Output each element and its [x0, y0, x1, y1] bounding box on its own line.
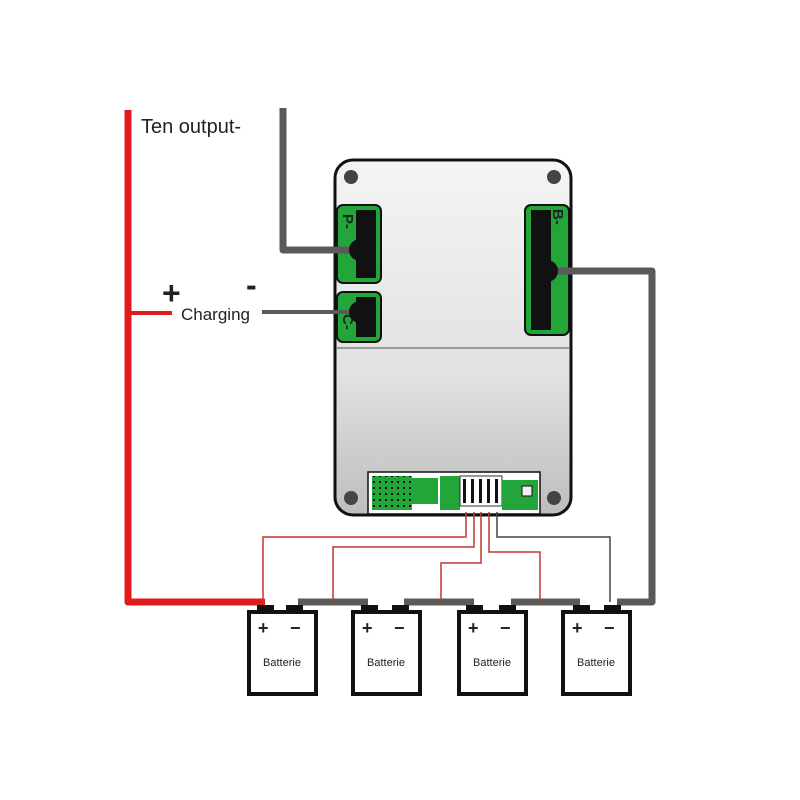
b-minus-label: B- [549, 209, 566, 225]
battery-1-label: Batterie [263, 657, 301, 669]
battery-3-plus: + [468, 618, 479, 638]
balance-wire-4 [488, 512, 541, 602]
battery-2: + − Batterie [351, 605, 422, 696]
mount-hole-top-right [547, 170, 561, 184]
mount-hole-top-left [344, 170, 358, 184]
balance-wire-1 [262, 512, 467, 605]
charging-minus-sign: - [246, 267, 257, 303]
mount-hole-bottom-right [547, 491, 561, 505]
battery-1-plus: + [258, 618, 269, 638]
p-minus-terminal [349, 239, 371, 261]
bms-board: P- C- B- [333, 158, 573, 517]
terminals [349, 239, 558, 323]
mount-hole-bottom-left [344, 491, 358, 505]
balance-wire-3 [440, 512, 482, 602]
battery-4: + − Batterie [561, 605, 632, 696]
battery-4-minus: − [604, 618, 615, 638]
board-plate [333, 158, 573, 517]
output-negative-wire [279, 108, 360, 254]
battery-2-plus: + [362, 618, 373, 638]
b-minus-terminal [536, 260, 558, 282]
battery-4-label: Batterie [577, 657, 615, 669]
battery-4-plus: + [572, 618, 583, 638]
b-minus-wire [547, 267, 656, 606]
output-label: Ten output- [141, 116, 241, 138]
c-minus-terminal [349, 301, 371, 323]
battery-2-label: Batterie [367, 657, 405, 669]
battery-3: + − Batterie [457, 605, 528, 696]
battery-1-minus: − [290, 618, 301, 638]
charging-plus-sign: + [162, 275, 181, 311]
power-wires [124, 108, 656, 606]
main-positive-wire [124, 110, 265, 606]
balance-wire-5 [496, 512, 611, 602]
charging-label: Charging [181, 305, 250, 324]
balance-wire-2 [332, 512, 475, 602]
battery-3-label: Batterie [473, 657, 511, 669]
battery-1: + − Batterie [247, 605, 318, 696]
p-minus-label: P- [339, 214, 356, 229]
balance-wires [262, 512, 611, 605]
battery-3-minus: − [500, 618, 511, 638]
battery-2-minus: − [394, 618, 405, 638]
balance-pcb [367, 471, 541, 515]
